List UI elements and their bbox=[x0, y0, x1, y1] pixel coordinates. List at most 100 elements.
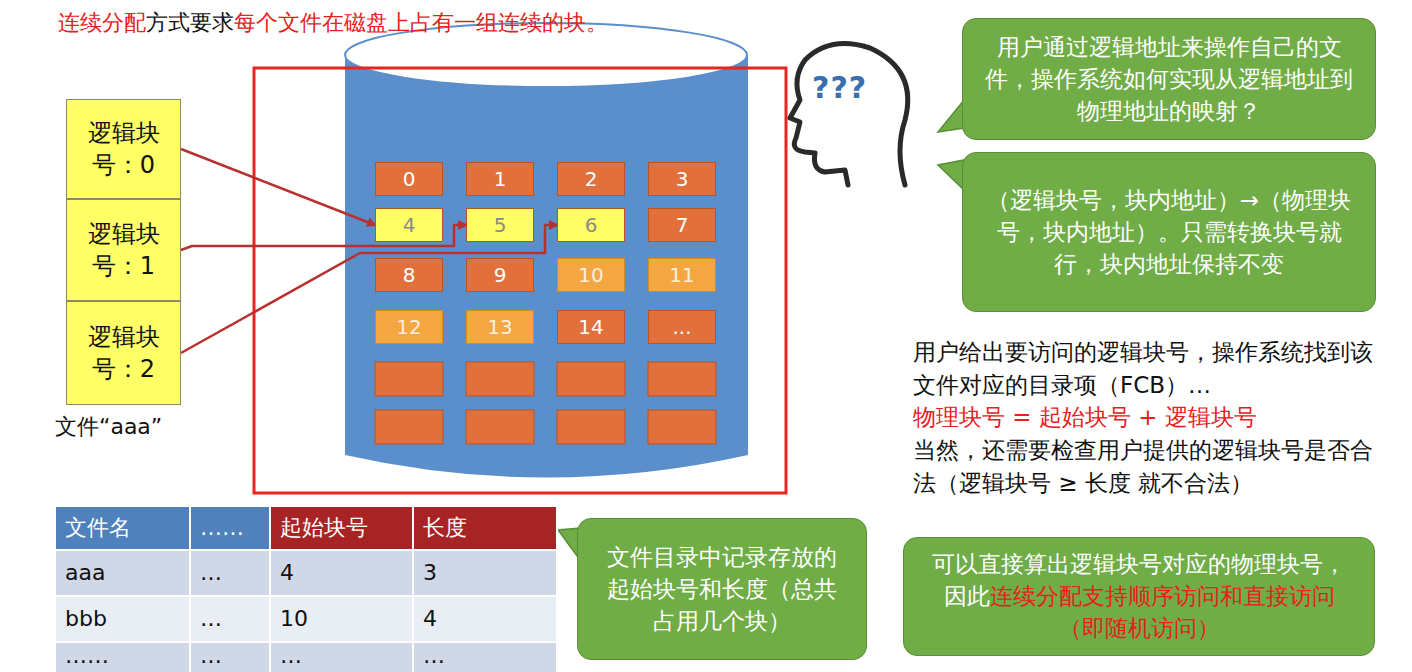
disk-block: 11 bbox=[648, 258, 716, 292]
node-text: 用户通过逻辑地址来操作自己的文件，操作系统如何实现从逻辑地址到物理地址的映射？ bbox=[985, 34, 1353, 124]
title-text: 连续分配 bbox=[58, 10, 146, 35]
node-text: （逻辑块号，块内地址）→（物理块号，块内地址）。只需转换块号就行，块内地址保持不… bbox=[987, 187, 1351, 277]
table-cell: … bbox=[190, 596, 270, 642]
node-text: 4 bbox=[403, 213, 416, 237]
node-text: 逻辑块号：1 bbox=[88, 220, 160, 280]
formula: 物理块号 = 起始块号 + 逻辑块号 bbox=[913, 401, 1395, 434]
callout-box: 用户通过逻辑地址来操作自己的文件，操作系统如何实现从逻辑地址到物理地址的映射？ bbox=[962, 18, 1376, 140]
table-cell: …… bbox=[55, 643, 190, 672]
callout-box: 文件目录中记录存放的起始块号和长度（总共占用几个块） bbox=[577, 518, 867, 660]
node-text: 7 bbox=[676, 213, 689, 237]
text-wrap: 0 bbox=[403, 167, 416, 191]
disk-block: 13 bbox=[466, 310, 534, 344]
table-cell: … bbox=[190, 550, 270, 596]
table-grid bbox=[55, 506, 557, 672]
title-row: 连续分配方式要求每个文件在磁盘上占有一组连续的块。 bbox=[58, 8, 608, 38]
text-wrap: 6 bbox=[585, 213, 598, 237]
node-text: 11 bbox=[669, 263, 694, 287]
text-wrap: 3 bbox=[676, 167, 689, 191]
node-text: 9 bbox=[494, 263, 507, 287]
table-header: 起始块号 bbox=[270, 506, 413, 550]
title-text: 每个文件在磁盘上占有一组连续的块。 bbox=[234, 10, 608, 35]
callout-box: （逻辑块号，块内地址）→（物理块号，块内地址）。只需转换块号就行，块内地址保持不… bbox=[962, 152, 1376, 312]
table-cell: 4 bbox=[413, 596, 557, 642]
logical-block: 逻辑块号：0 bbox=[66, 99, 181, 199]
node-text: 1 bbox=[494, 167, 507, 191]
text-wrap: 用户通过逻辑地址来操作自己的文件，操作系统如何实现从逻辑地址到物理地址的映射？ bbox=[981, 31, 1357, 128]
node-text: 5 bbox=[494, 213, 507, 237]
node-text: 13 bbox=[487, 315, 512, 339]
node-text: 2 bbox=[585, 167, 598, 191]
node-text: 8 bbox=[403, 263, 416, 287]
text-wrap: ... bbox=[672, 315, 691, 339]
table-cell: 4 bbox=[270, 550, 413, 596]
table-header: 文件名 bbox=[55, 506, 190, 550]
table-cell: 10 bbox=[270, 596, 413, 642]
node-text: 文件目录中记录存放的起始块号和长度（总共占用几个块） bbox=[607, 544, 837, 634]
logical-block: 逻辑块号：2 bbox=[66, 301, 181, 405]
table-cell: 3 bbox=[413, 550, 557, 596]
node-text: 12 bbox=[396, 315, 421, 339]
disk-block: 14 bbox=[557, 310, 625, 344]
text-wrap: 2 bbox=[585, 167, 598, 191]
table-cell: aaa bbox=[55, 550, 190, 596]
mapping-arrow bbox=[181, 225, 557, 353]
table-header: …… bbox=[190, 506, 270, 550]
text-wrap: 9 bbox=[494, 263, 507, 287]
text-wrap: 4 bbox=[403, 213, 416, 237]
node-text: ... bbox=[672, 315, 691, 339]
question-marks: ??? bbox=[812, 70, 867, 105]
text-wrap: 8 bbox=[403, 263, 416, 287]
node-text: 10 bbox=[578, 263, 603, 287]
text-wrap: 7 bbox=[676, 213, 689, 237]
text-wrap: 13 bbox=[487, 315, 512, 339]
table-cell: … bbox=[413, 643, 557, 672]
text-wrap: 10 bbox=[578, 263, 603, 287]
text-wrap: 逻辑块号：0 bbox=[77, 117, 170, 182]
callout-tail bbox=[938, 160, 964, 190]
disk-block: 3 bbox=[648, 162, 716, 196]
disk-block: 12 bbox=[375, 310, 443, 344]
text-wrap: 12 bbox=[396, 315, 421, 339]
node-text: 6 bbox=[585, 213, 598, 237]
disk-block: 0 bbox=[375, 162, 443, 196]
table-header: 长度 bbox=[413, 506, 557, 550]
text-wrap: 逻辑块号：2 bbox=[77, 321, 170, 386]
callout-tail bbox=[938, 100, 964, 132]
highlight-text: 连续分配支持顺序访问和直接访问（即随机访问） bbox=[990, 583, 1335, 641]
node-text: 逻辑块号：0 bbox=[88, 119, 160, 179]
disk-block: 4 bbox=[375, 208, 443, 242]
mapping-arrow bbox=[181, 149, 375, 225]
disk-block: 2 bbox=[557, 162, 625, 196]
callout-box: 可以直接算出逻辑块号对应的物理块号，因此连续分配支持顺序访问和直接访问（即随机访… bbox=[903, 537, 1375, 656]
empty-blocks bbox=[375, 362, 716, 444]
disk-block: 6 bbox=[557, 208, 625, 242]
node-text: 逻辑块号：2 bbox=[88, 323, 160, 383]
text-wrap: 逻辑块号：1 bbox=[77, 218, 170, 283]
title-text: 方式要求 bbox=[146, 10, 234, 35]
disk-block: 9 bbox=[466, 258, 534, 292]
table-cell: bbb bbox=[55, 596, 190, 642]
disk-body bbox=[345, 55, 748, 478]
node-text: 3 bbox=[676, 167, 689, 191]
disk-block: 7 bbox=[648, 208, 716, 242]
explanation: 用户给出要访问的逻辑块号，操作系统找到该文件对应的目录项（FCB）…物理块号 =… bbox=[913, 336, 1395, 499]
highlight-frame bbox=[254, 68, 786, 493]
explanation-text: 用户给出要访问的逻辑块号，操作系统找到该文件对应的目录项（FCB）… bbox=[913, 336, 1395, 401]
text-wrap: 1 bbox=[494, 167, 507, 191]
text-wrap: （逻辑块号，块内地址）→（物理块号，块内地址）。只需转换块号就行，块内地址保持不… bbox=[981, 184, 1357, 281]
text-wrap: 5 bbox=[494, 213, 507, 237]
node-text: 14 bbox=[578, 315, 603, 339]
disk-block: 5 bbox=[466, 208, 534, 242]
node-text: 0 bbox=[403, 167, 416, 191]
disk-block: 8 bbox=[375, 258, 443, 292]
disk-block: 1 bbox=[466, 162, 534, 196]
logical-block: 逻辑块号：1 bbox=[66, 199, 181, 301]
file-name: 文件“aaa” bbox=[55, 412, 162, 442]
explanation-text: 当然，还需要检查用户提供的逻辑块号是否合法（逻辑块号 ≥ 长度 就不合法） bbox=[913, 434, 1395, 499]
table-cell: … bbox=[270, 643, 413, 672]
text-wrap: 11 bbox=[669, 263, 694, 287]
text-wrap: 文件目录中记录存放的起始块号和长度（总共占用几个块） bbox=[596, 541, 848, 638]
text-wrap: 14 bbox=[578, 315, 603, 339]
table-cell: … bbox=[190, 643, 270, 672]
